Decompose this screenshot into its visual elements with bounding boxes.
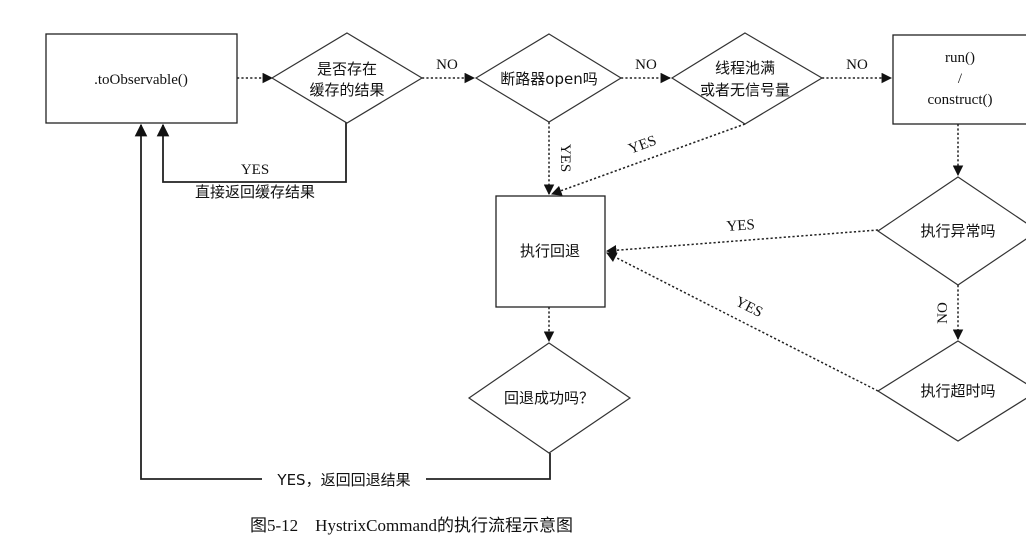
node-cache-check-line2: 缓存的结果 [309, 81, 384, 99]
edge-label-fallback-success-bg [262, 468, 426, 490]
node-run-label: run() [945, 50, 975, 66]
node-fallback-label: 执行回退 [520, 242, 580, 260]
node-exec-timeout: 执行超时吗 [876, 340, 1026, 442]
node-to-observable-label: .toObservable() [94, 72, 188, 88]
node-breaker-open: 断路器open吗 [474, 33, 623, 123]
figure-caption: 图5-12 HystrixCommand的执行流程示意图 [250, 516, 573, 535]
edge-label-cache-return: 直接返回缓存结果 [195, 183, 315, 201]
edge-label-cache-yes: YES [241, 162, 269, 178]
edge-label-timeout-yes: YES [733, 294, 766, 321]
node-exec-error: 执行异常吗 [876, 176, 1026, 286]
node-pool-full: 线程池满 或者无信号量 [670, 32, 824, 125]
edge-label-breaker-yes: YES [557, 144, 573, 172]
edge-timeout-yes [606, 252, 879, 392]
edge-cache-yes [156, 122, 347, 183]
node-slash-label: / [958, 71, 963, 87]
edge-pool-yes [551, 123, 746, 196]
node-pool-full-line1: 线程池满 [715, 59, 775, 77]
node-cache-check: 是否存在 缓存的结果 [270, 32, 424, 124]
node-fallback: 执行回退 [495, 195, 606, 308]
edge-label-pool-no: NO [846, 57, 868, 73]
node-fallback-ok-label: 回退成功吗？ [504, 389, 594, 407]
node-cache-check-line1: 是否存在 [317, 60, 377, 78]
node-construct-label: construct() [928, 92, 993, 108]
edge-label-cache-no: NO [436, 57, 458, 73]
edge-label-pool-yes: YES [627, 133, 659, 158]
node-pool-full-line2: 或者无信号量 [700, 81, 790, 99]
node-breaker-open-label: 断路器open吗 [500, 70, 597, 88]
edge-label-fallback-success: YES，返回回退结果 [276, 471, 410, 489]
edge-label-breaker-no: NO [635, 57, 657, 73]
node-exec-error-label: 执行异常吗 [920, 222, 995, 240]
node-run-construct: run() / construct() [892, 34, 1026, 125]
node-fallback-ok: 回退成功吗？ [467, 342, 632, 454]
edge-label-error-yes: YES [726, 217, 755, 235]
node-exec-timeout-label: 执行超时吗 [920, 382, 995, 400]
edge-label-error-no: NO [935, 302, 951, 324]
edge-error-yes [605, 229, 879, 256]
node-to-observable: .toObservable() [45, 33, 238, 124]
